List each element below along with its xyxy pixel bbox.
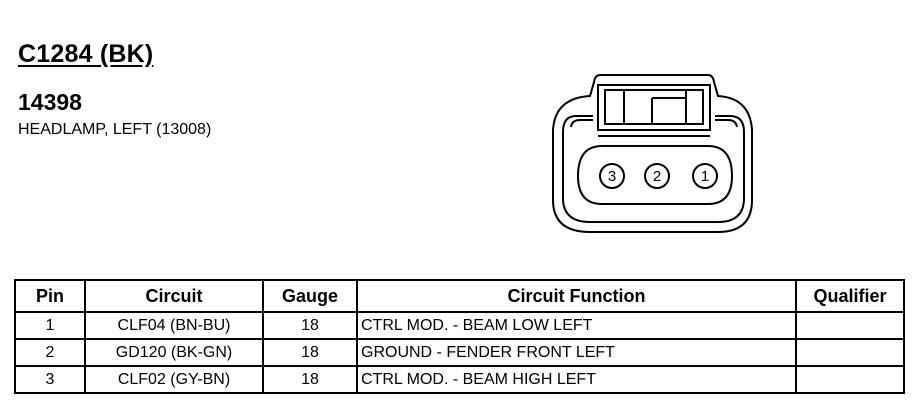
connector-id: C1284 (BK) [18,40,154,68]
gauge-cell: 18 [262,338,358,367]
pin-3-cavity [599,163,625,189]
gauge-cell: 18 [262,311,358,340]
pin-1-label: 1 [701,168,709,185]
table-row: 1 CLF04 (BN-BU) 18 CTRL MOD. - BEAM LOW … [14,311,905,340]
pin-2-label: 2 [653,168,661,185]
circuit-function-cell: GROUND - FENDER FRONT LEFT [356,338,797,367]
circuit-cell: CLF04 (BN-BU) [84,311,264,340]
column-header-gauge: Gauge [262,279,358,313]
pin-3-label: 3 [608,168,616,185]
table-header-row: Pin Circuit Gauge Circuit Function Quali… [14,279,905,313]
table-row: 2 GD120 (BK-GN) 18 GROUND - FENDER FRONT… [14,338,905,367]
circuit-function-cell: CTRL MOD. - BEAM LOW LEFT [356,311,797,340]
pin-1-cavity [692,163,718,189]
pin-table: Pin Circuit Gauge Circuit Function Quali… [14,279,905,394]
circuit-cell: CLF02 (GY-BN) [84,365,264,394]
part-number: 14398 [18,89,82,115]
column-header-pin: Pin [14,279,86,313]
connector-inner-housing [562,115,745,223]
pin-cell: 3 [14,365,86,394]
circuit-cell: GD120 (BK-GN) [84,338,264,367]
table-row: 3 CLF02 (GY-BN) 18 CTRL MOD. - BEAM HIGH… [14,365,905,394]
connector-description: HEADLAMP, LEFT (13008) [18,121,212,138]
circuit-function-cell: CTRL MOD. - BEAM HIGH LEFT [356,365,797,394]
pin-2-cavity [644,163,670,189]
connector-outer-housing [552,74,753,233]
qualifier-cell [795,365,905,394]
qualifier-cell [795,338,905,367]
column-header-circuit: Circuit [84,279,264,313]
gauge-cell: 18 [262,365,358,394]
locking-tab [597,84,711,131]
column-header-circuit-function: Circuit Function [356,279,797,313]
pin-cell: 2 [14,338,86,367]
column-header-qualifier: Qualifier [795,279,905,313]
connector-face-diagram: 3 2 1 [552,74,753,233]
pin-cell: 1 [14,311,86,340]
pin-cavity-area [576,145,734,205]
qualifier-cell [795,311,905,340]
